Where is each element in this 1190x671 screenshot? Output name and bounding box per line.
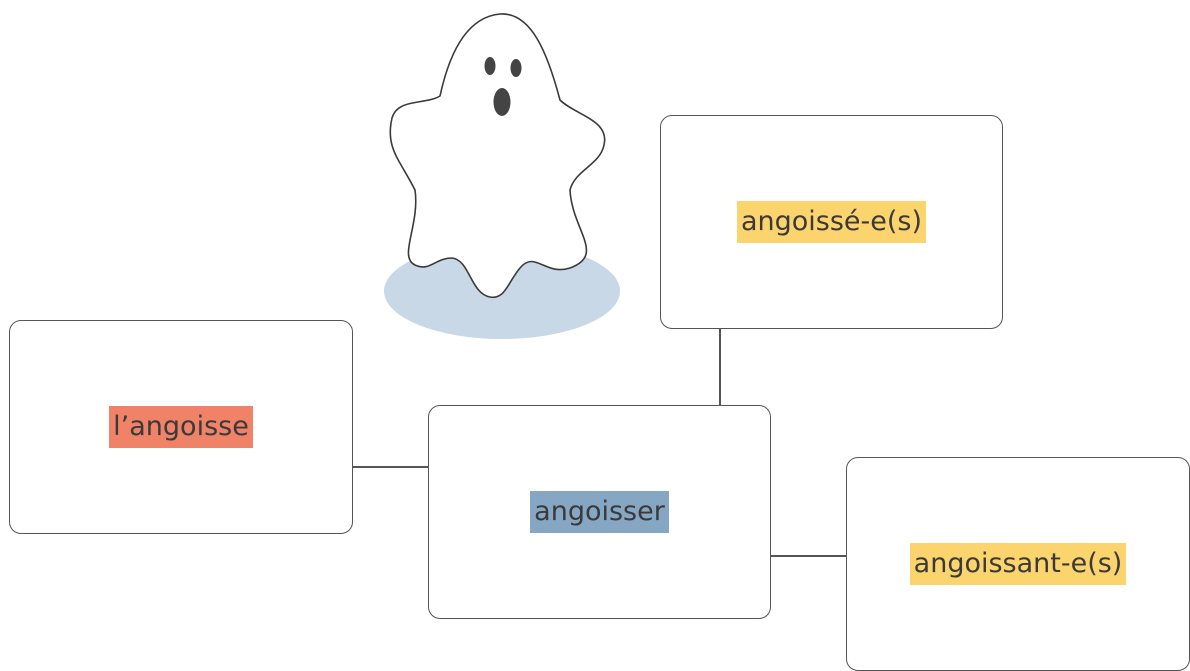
node-verb: angoisser — [428, 405, 771, 619]
node-present-participle: angoissant-e(s) — [846, 457, 1190, 671]
ghost-icon — [384, 13, 620, 339]
connector-verb-present-participle — [770, 555, 847, 557]
ghost-body — [389, 13, 606, 298]
ghost-left-eye — [484, 57, 496, 75]
connector-verb-past-participle — [719, 328, 721, 407]
node-noun: l’angoisse — [9, 320, 353, 534]
node-past-participle-label: angoissé-e(s) — [736, 201, 927, 243]
ghost-illustration — [380, 8, 625, 343]
connector-noun-verb — [352, 466, 429, 468]
ghost-right-eye — [510, 59, 522, 77]
node-past-participle: angoissé-e(s) — [660, 115, 1003, 329]
ghost-mouth — [493, 88, 511, 116]
node-present-participle-label: angoissant-e(s) — [909, 543, 1127, 585]
node-verb-label: angoisser — [530, 491, 669, 533]
node-noun-label: l’angoisse — [109, 406, 253, 448]
